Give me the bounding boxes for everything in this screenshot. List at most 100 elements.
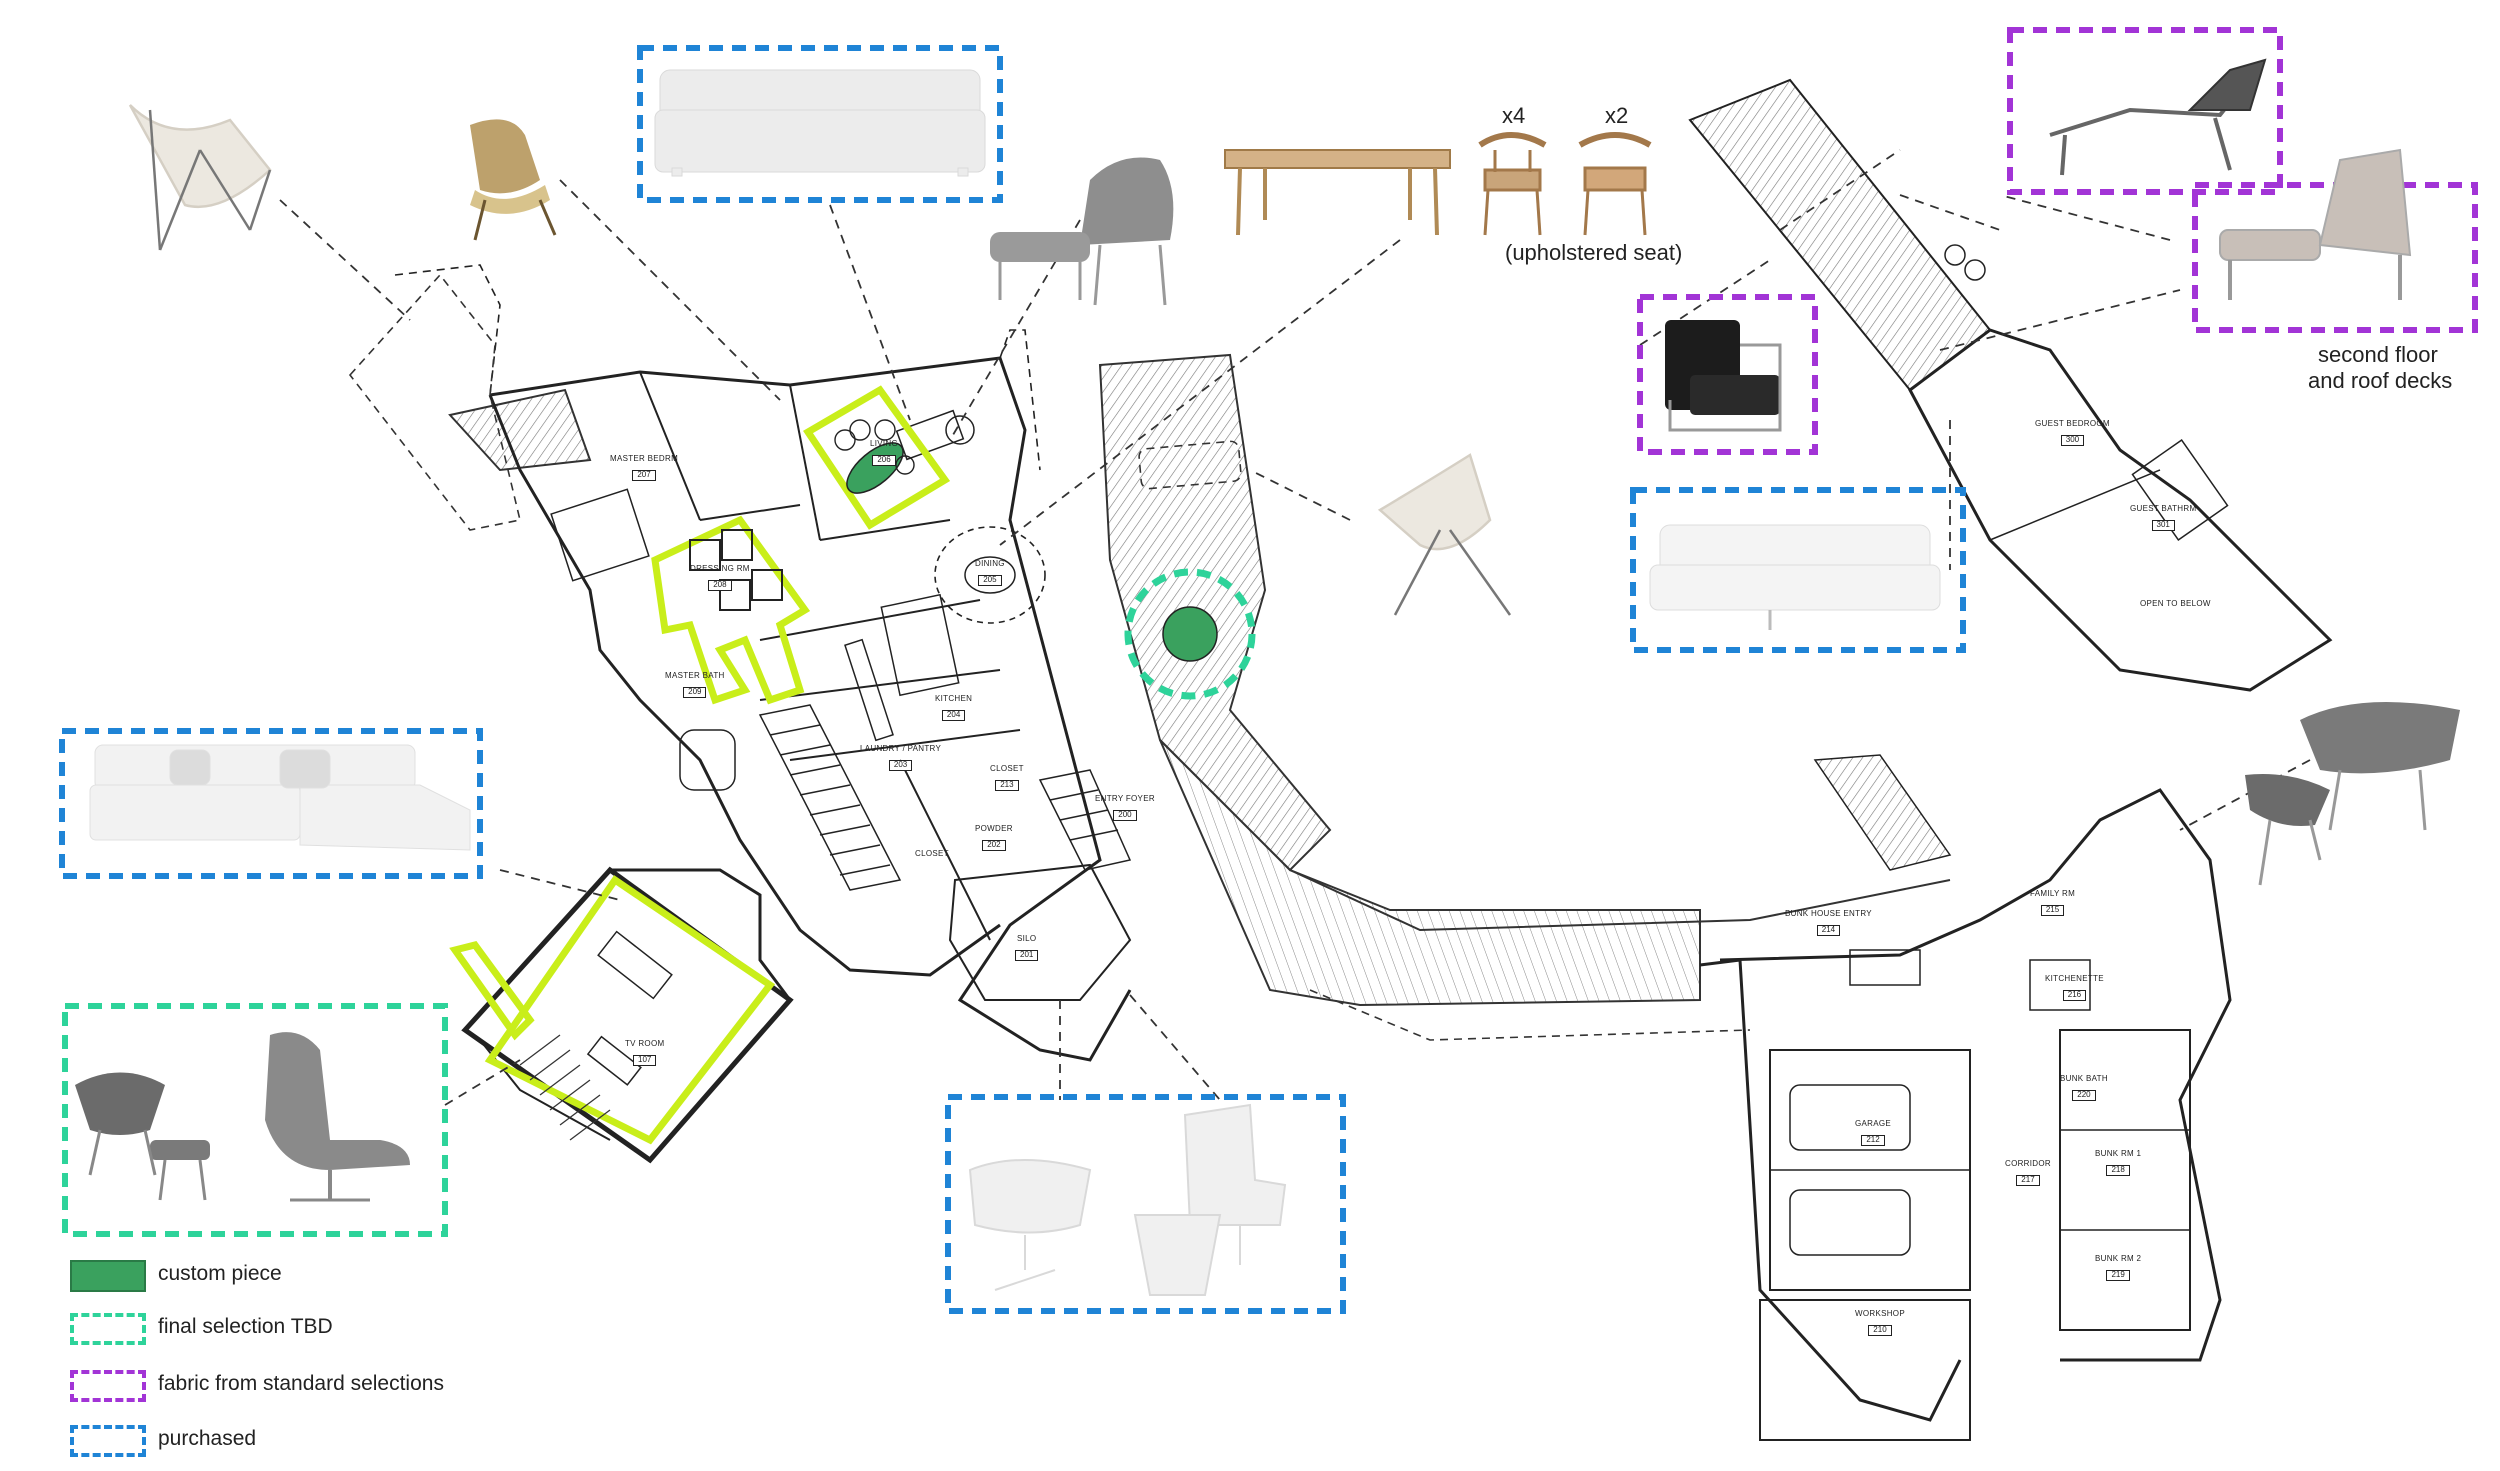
room-number: 204 <box>941 709 966 721</box>
chaise-icon <box>2049 58 2267 176</box>
room-name: CLOSET <box>990 764 1024 773</box>
living-room-highlight <box>803 385 951 530</box>
dining-chair-icon <box>1478 132 1547 236</box>
room-number: 214 <box>1816 924 1841 936</box>
room-number: 206 <box>872 454 896 466</box>
room-name: WORKSHOP <box>1855 1309 1905 1318</box>
room-tag-workshop: WORKSHOP 210 <box>1855 1309 1905 1336</box>
lounge-chair-icon <box>2219 148 2412 300</box>
callout-lounge-chaise[interactable] <box>2007 27 2283 195</box>
room-name: FAMILY RM <box>2030 889 2076 898</box>
room-name: MASTER BEDRM <box>610 454 679 463</box>
room-number: 201 <box>1015 949 1039 961</box>
room-tag-guest-bathroom: GUEST BATHRM 301 <box>2130 504 2197 531</box>
room-name: POWDER <box>975 824 1013 833</box>
callout-sofa-right[interactable] <box>1630 487 1966 653</box>
room-number: 205 <box>978 574 1002 586</box>
room-name: SILO <box>1016 934 1037 943</box>
bunk-house-plan <box>1699 754 2232 1441</box>
tv-room-chairs-icon <box>75 1032 410 1202</box>
room-tag-master-bath: MASTER BATH 209 <box>665 671 725 698</box>
room-name: LIVING <box>870 439 899 448</box>
armchair-icon <box>1665 320 1782 432</box>
upholstered-dining-chair-icon <box>1578 132 1652 236</box>
legend-label-tbd: final selection TBD <box>158 1315 333 1338</box>
deck-butterfly-chair-icon <box>1377 453 1512 616</box>
room-name: CORRIDOR <box>2005 1159 2051 1168</box>
room-name: GUEST BATHRM <box>2130 504 2197 513</box>
room-number: 107 <box>633 1054 657 1066</box>
room-number: 203 <box>888 759 913 771</box>
callout-tv-room-chairs[interactable] <box>62 1003 448 1237</box>
room-name: KITCHEN <box>935 694 973 703</box>
room-name: GARAGE <box>1855 1119 1892 1128</box>
legend-label-purchased: purchased <box>158 1427 257 1450</box>
room-tag-kitchen: KITCHEN 204 <box>935 694 973 721</box>
leader-lines <box>279 149 2311 1106</box>
room-number: 202 <box>982 839 1006 851</box>
main-house-plan <box>394 264 1132 1062</box>
room-number: 210 <box>1868 1324 1892 1336</box>
room-number: 208 <box>708 579 732 591</box>
room-name: OPEN TO BELOW <box>2140 599 2211 608</box>
sectional-icon <box>89 744 471 851</box>
room-number: 212 <box>1861 1134 1885 1146</box>
room-name: KITCHENETTE <box>2045 974 2104 983</box>
room-name: DRESSING RM <box>690 564 750 573</box>
legend-swatch-fabric <box>70 1370 146 1402</box>
room-number: 300 <box>2060 434 2085 446</box>
room-name: DINING <box>975 559 1005 568</box>
chairs-x4-label: x4 <box>1502 103 1526 128</box>
room-name: TV ROOM <box>625 1039 665 1048</box>
room-number: 220 <box>2072 1089 2096 1101</box>
room-tag-garage: GARAGE 212 <box>1855 1119 1892 1146</box>
roof-decks-label: and roof decks <box>2308 368 2453 393</box>
room-name: BUNK BATH <box>2060 1074 2108 1083</box>
room-tag-bunk-house-entry: BUNK HOUSE ENTRY 214 <box>1785 909 1872 936</box>
room-number: 301 <box>2151 519 2175 531</box>
room-tag-bunk-bath: BUNK BATH 220 <box>2060 1074 2108 1101</box>
room-tag-laundry: LAUNDRY / PANTRY 203 <box>860 744 942 771</box>
dressing-room-highlight <box>651 515 811 705</box>
callout-silo-chairs[interactable] <box>945 1094 1346 1314</box>
butterfly-chair-icon <box>128 104 272 251</box>
room-tag-dining: DINING 205 <box>975 559 1005 586</box>
room-tag-family-rm: FAMILY RM 215 <box>2030 889 2076 916</box>
room-name: BUNK RM 1 <box>2095 1149 2142 1158</box>
room-tag-entry-foyer: ENTRY FOYER 200 <box>1095 794 1155 821</box>
room-name: BUNK HOUSE ENTRY <box>1785 909 1872 918</box>
custom-round-table <box>1162 606 1218 662</box>
room-tag-living: LIVING 206 <box>870 439 899 466</box>
callout-sectional[interactable] <box>59 728 483 879</box>
room-number: 213 <box>995 779 1019 791</box>
room-name: ENTRY FOYER <box>1095 794 1155 803</box>
dining-table-icon <box>1224 149 1451 236</box>
room-number: 217 <box>2016 1174 2040 1186</box>
room-tag-open-to-below: OPEN TO BELOW <box>2140 599 2211 609</box>
left-deck-outline <box>348 273 521 531</box>
room-name: CLOSET <box>915 849 949 858</box>
sofa-icon <box>654 69 986 177</box>
legend-swatch-custom <box>70 1260 146 1292</box>
womb-chair-icon <box>990 157 1174 306</box>
legend-label-custom: custom piece <box>158 1262 282 1285</box>
room-number: 200 <box>1113 809 1137 821</box>
room-name: MASTER BATH <box>665 671 725 680</box>
room-tag-silo: SILO 201 <box>1015 934 1039 961</box>
second-floor-label: second floor <box>2318 342 2438 367</box>
room-number: 219 <box>2106 1269 2130 1281</box>
legend-swatch-tbd <box>70 1313 146 1345</box>
room-number: 209 <box>683 686 707 698</box>
bird-chair-icon <box>2245 702 2460 886</box>
tv-room-highlight <box>484 875 776 1145</box>
room-name: LAUNDRY / PANTRY <box>860 744 942 753</box>
callout-sofa-top[interactable] <box>637 45 1003 203</box>
callout-armchair[interactable] <box>1637 294 1818 455</box>
room-number: 215 <box>2040 904 2065 916</box>
room-tag-closet-upper: CLOSET 213 <box>990 764 1024 791</box>
white-sofa-icon <box>1649 524 1941 630</box>
